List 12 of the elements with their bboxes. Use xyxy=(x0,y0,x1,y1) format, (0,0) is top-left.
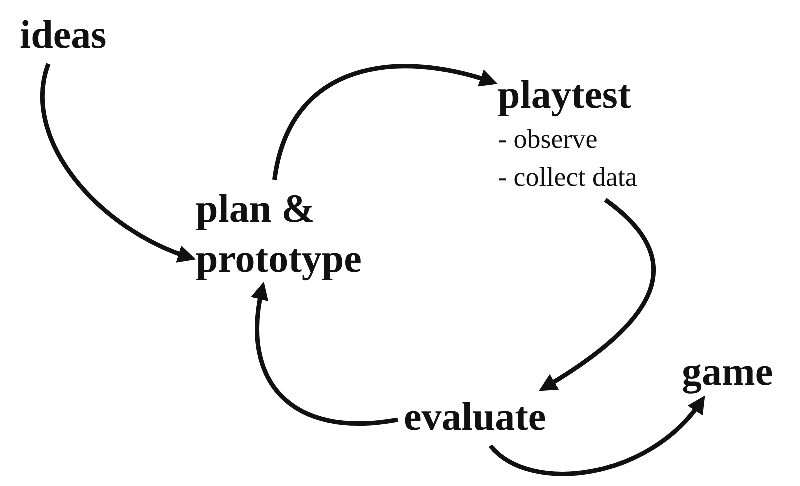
bullet-text: - collect data xyxy=(498,161,638,194)
node-label: game xyxy=(682,348,774,396)
curved-arrow xyxy=(539,198,656,392)
node-label: evaluate xyxy=(404,393,546,441)
bullet-text: - observe xyxy=(498,123,599,156)
node-label: playtest xyxy=(498,71,632,119)
curved-arrow xyxy=(252,282,398,426)
curved-arrow xyxy=(488,396,706,476)
node-label: plan & prototype xyxy=(196,185,363,283)
curved-arrow xyxy=(272,64,498,180)
curved-arrow xyxy=(40,63,196,262)
node-label: ideas xyxy=(20,11,107,59)
